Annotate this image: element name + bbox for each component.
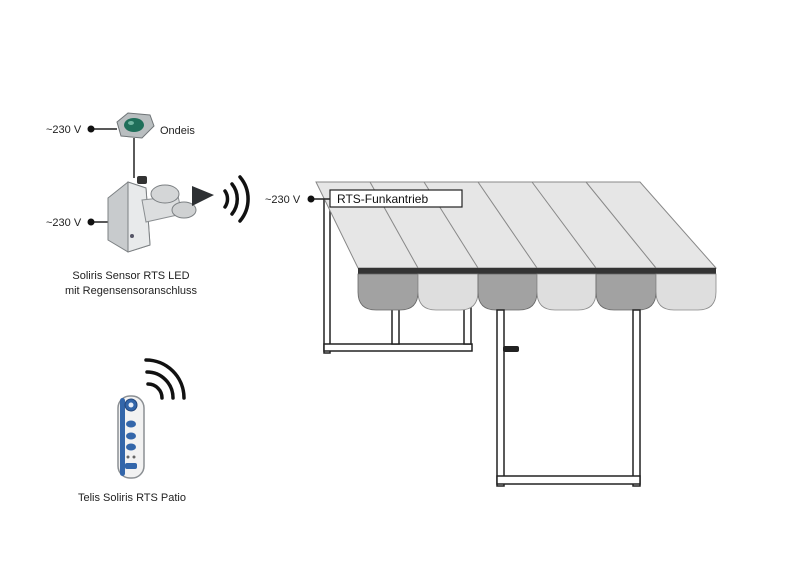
drive-power-label: ~230 V	[265, 194, 301, 206]
ondeis-power-label: ~230 V	[46, 124, 82, 136]
ondeis-label: Ondeis	[160, 125, 195, 137]
radio-waves-icon	[223, 175, 250, 223]
ondeis-sensor: ~230 V Ondeis	[46, 112, 195, 178]
radio-waves-icon	[144, 358, 186, 400]
awning-structure	[315, 181, 718, 487]
sensor-power-label: ~230 V	[46, 217, 82, 229]
sensor-label-line1: Soliris Sensor RTS LED	[72, 270, 189, 282]
soliris-sensor: ~230 V Soliris Sensor RTS LED mit Regens…	[46, 176, 214, 297]
power-terminal-icon	[307, 195, 315, 203]
power-terminal-icon	[87, 125, 95, 133]
remote-label: Telis Soliris RTS Patio	[78, 492, 186, 504]
rts-drive: ~230 V RTS-Funkantrieb	[265, 189, 463, 208]
rts-drive-label: RTS-Funkantrieb	[337, 192, 428, 206]
telis-remote: Telis Soliris RTS Patio	[78, 358, 186, 504]
ondeis-lens	[124, 118, 144, 132]
power-terminal-icon	[87, 218, 95, 226]
sensor-label-line2: mit Regensensoranschluss	[65, 285, 198, 297]
